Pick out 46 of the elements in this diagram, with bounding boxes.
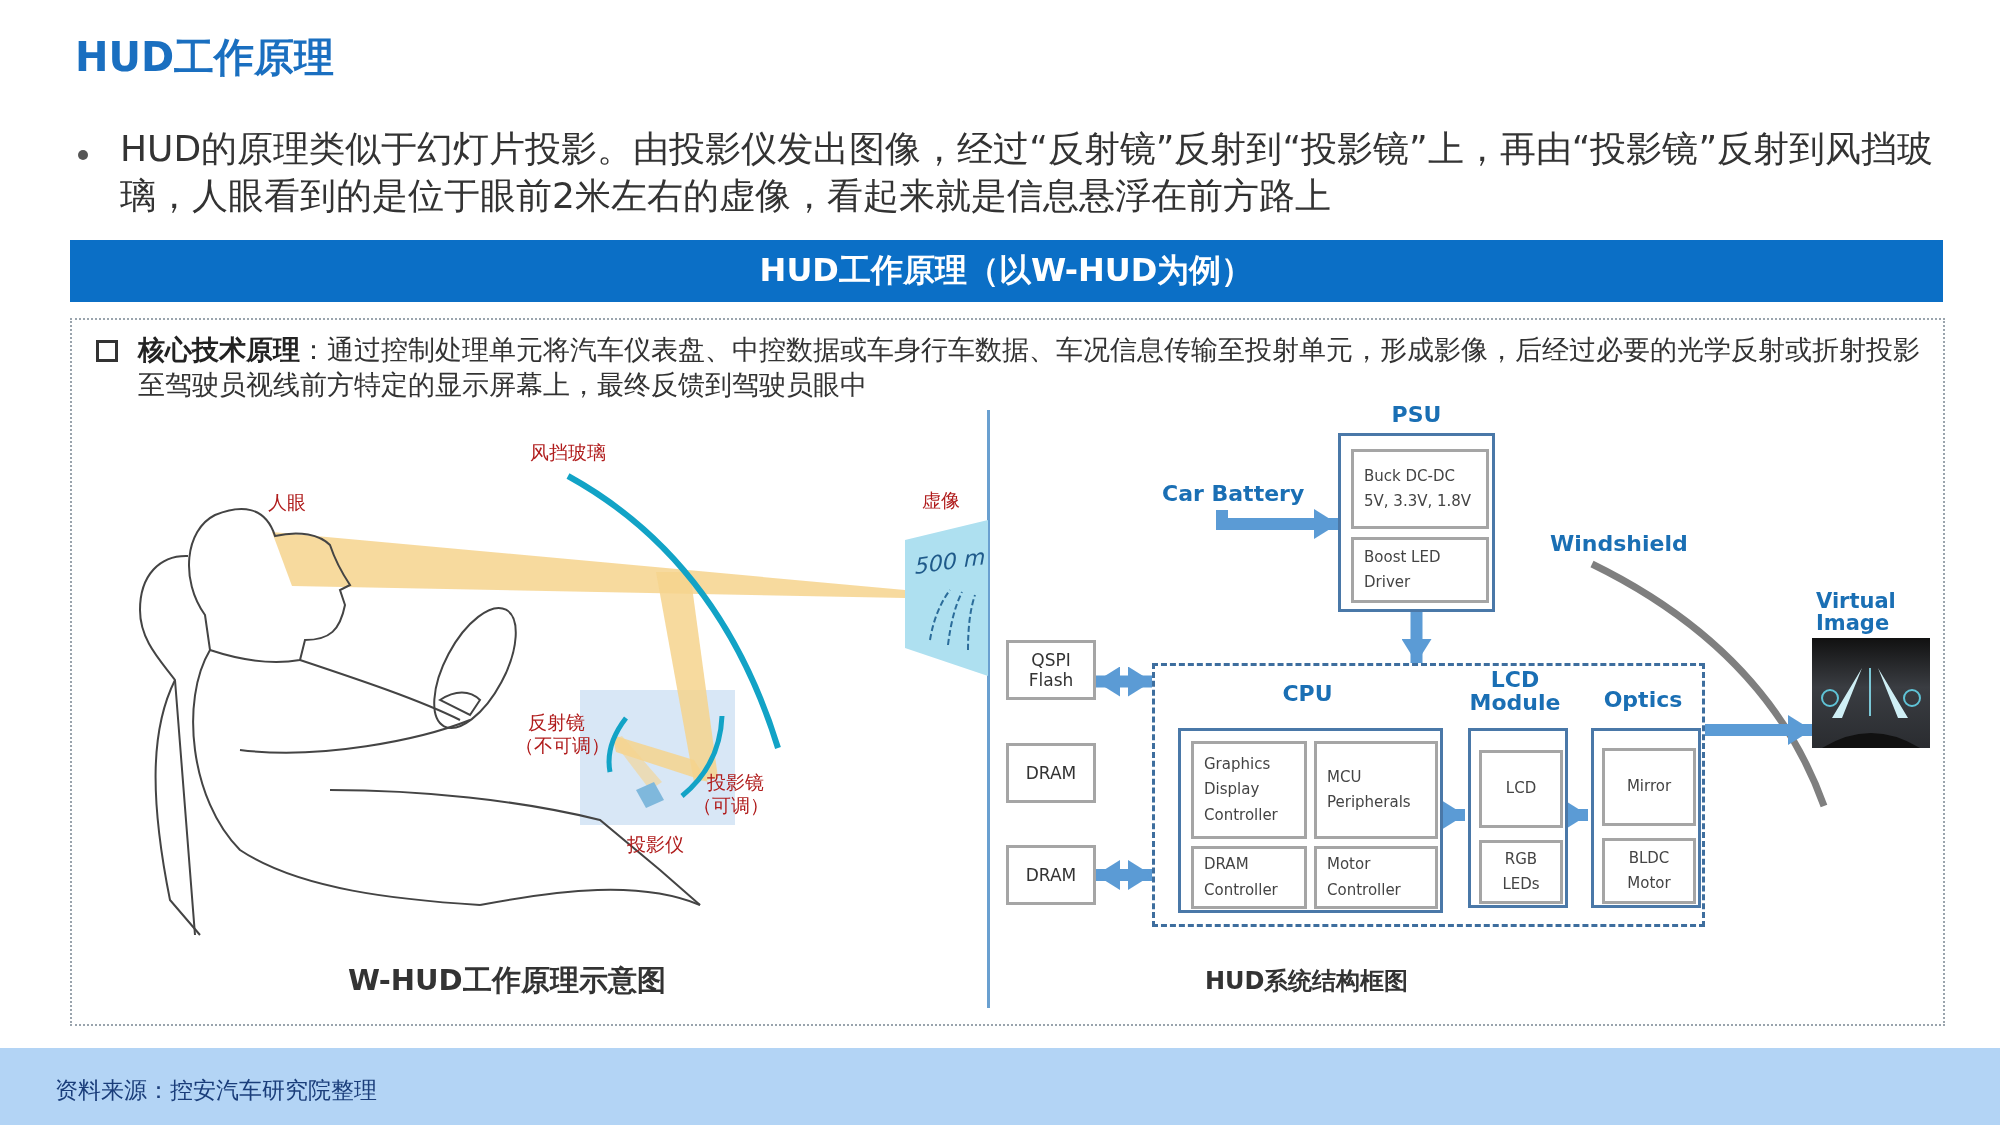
intro-paragraph: HUD的原理类似于幻灯片投影。由投影仪发出图像，经过“反射镜”反射到“投影镜”上，再由“投影镜”反射到风挡玻璃，人眼看到的是位于眼前2米左右的虚像，看起来就是信息悬浮在前方路上 <box>120 127 1935 218</box>
component-box: Motor Controller <box>1314 846 1438 909</box>
block-label: Windshield <box>1550 528 1688 560</box>
page-title: HUD工作原理 <box>75 33 335 82</box>
block-arrow <box>1096 860 1152 890</box>
module-frame <box>1591 728 1701 908</box>
block-arrow <box>1216 509 1338 539</box>
module-frame <box>1468 728 1568 908</box>
component-box: Graphics Display Controller <box>1191 741 1307 839</box>
principle-paragraph: 核心技术原理：通过控制处理单元将汽车仪表盘、中控数据或车身行车数据、车况信息传输至投射单元，形成影像，后经过必要的光学反射或折射投影至驾驶员视线前方特定的显示屏幕上，最终反馈到驾驶员眼中 <box>138 333 1921 403</box>
component-box: Buck DC-DC 5V, 3.3V, 1.8V <box>1351 449 1489 529</box>
memory-box: DRAM <box>1006 743 1096 803</box>
source-note: 资料来源：控安汽车研究院整理 <box>55 1076 377 1105</box>
part-label: 投影镜 <box>707 770 764 795</box>
part-label: 投影仪 <box>627 832 684 857</box>
module-heading: CPU <box>1281 682 1334 706</box>
module-heading: Optics <box>1602 688 1684 712</box>
part-label: （不可调） <box>515 733 610 758</box>
component-box: BLDC Motor <box>1602 838 1696 904</box>
figure-caption: W-HUD工作原理示意图 <box>348 962 666 999</box>
block-arrow <box>1096 666 1152 697</box>
figure-caption: HUD系统结构框图 <box>1205 966 1409 997</box>
image-heading: Virtual Image <box>1816 590 1897 635</box>
dashed-group-frame <box>1152 663 1705 927</box>
component-box: RGB LEDs <box>1479 840 1563 904</box>
module-frame <box>1178 728 1443 913</box>
part-label: 反射镜 <box>528 710 585 735</box>
component-box: DRAM Controller <box>1191 846 1307 909</box>
component-box: Mirror <box>1602 748 1696 826</box>
component-box: Boost LED Driver <box>1351 537 1489 603</box>
memory-box: DRAM <box>1006 845 1096 905</box>
block-label: Car Battery <box>1162 478 1305 510</box>
memory-box: QSPI Flash <box>1006 640 1096 700</box>
component-box: LCD <box>1479 750 1563 828</box>
module-heading: PSU <box>1390 403 1443 427</box>
module-frame <box>1338 433 1495 612</box>
block-arrow <box>1401 612 1432 663</box>
part-label: 风挡玻璃 <box>530 440 606 465</box>
part-label: 人眼 <box>268 490 306 515</box>
part-label: （可调） <box>693 793 769 818</box>
part-label: 虚像 <box>922 488 960 513</box>
distance-label: 500 m <box>915 543 986 581</box>
block-arrow <box>1705 715 1812 745</box>
component-box: MCU Peripherals <box>1314 741 1438 839</box>
module-heading: LCD Module <box>1468 668 1562 715</box>
section-banner: HUD工作原理（以W-HUD为例） <box>70 240 1943 302</box>
